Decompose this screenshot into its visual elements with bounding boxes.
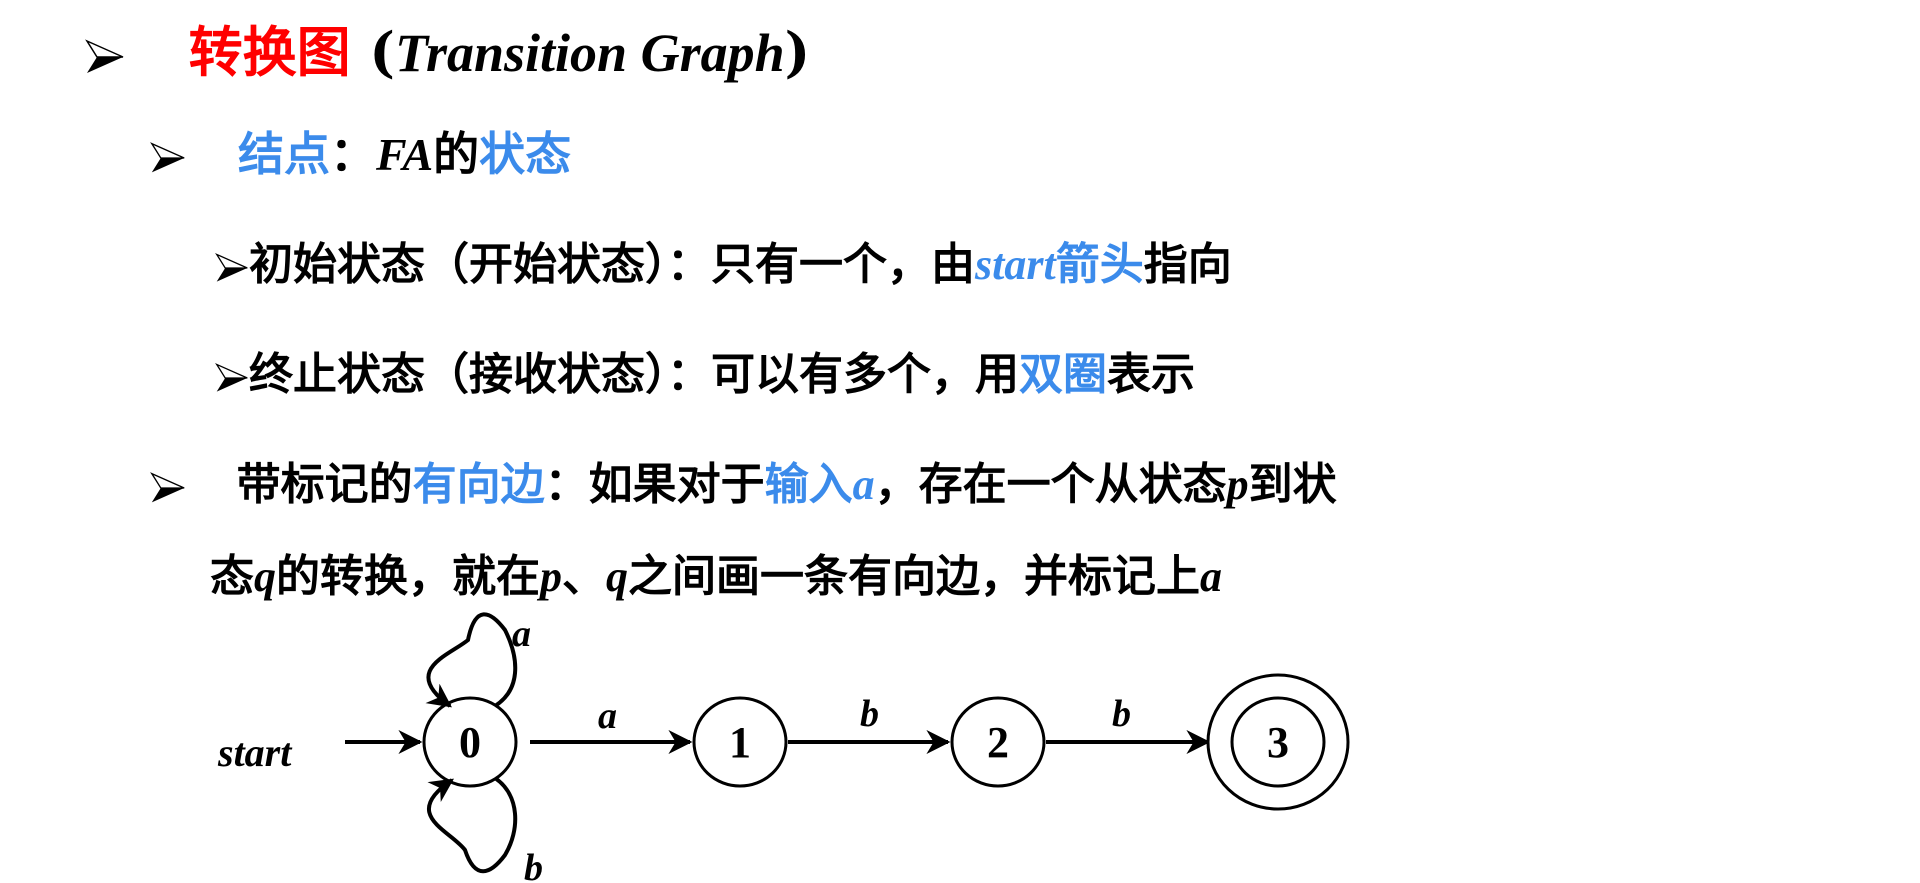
term-node: 结点 [238, 127, 331, 181]
text: ：如果对于 [544, 459, 765, 510]
state-label-3: 3 [1267, 718, 1289, 767]
symbol-a: a [852, 460, 875, 509]
bullet-nodes: 结点：FA的状态 [150, 118, 571, 184]
text: 态 [210, 551, 254, 602]
state-node-1 [692, 696, 788, 788]
title-paren: ) [784, 20, 811, 84]
arrow-bullet-icon [150, 471, 185, 502]
symbol-q: q [254, 552, 276, 601]
state-label-2: 2 [987, 718, 1009, 767]
symbol-p: p [540, 552, 562, 601]
text: 表示 [1107, 349, 1195, 400]
title-en: Transition Graph [394, 23, 785, 83]
bullet-edges: 带标记的有向边：如果对于输入a，存在一个从状态p到状 [150, 448, 1337, 512]
state-label-0: 0 [459, 718, 481, 767]
text: 的 [433, 127, 480, 181]
start-label: start [217, 730, 293, 775]
text: 指向 [1143, 239, 1232, 290]
symbol-a: a [1200, 552, 1222, 601]
double-circle-word: 双圈 [1019, 349, 1107, 400]
colon: ： [330, 127, 377, 181]
text: 初始状态（开始状态）：只有一个，由 [249, 239, 975, 290]
title-zh: 转换图 [188, 20, 351, 84]
term-input: 输入 [764, 459, 853, 510]
term-directed-edge: 有向边 [412, 459, 545, 510]
self-loop-a [425, 612, 518, 708]
state-node-0 [422, 696, 518, 788]
self-loop-b [426, 776, 518, 874]
term-states: 状态 [479, 127, 572, 181]
arrow-bullet-icon [150, 142, 185, 173]
state-node-3-inner [1230, 696, 1326, 788]
arrow-bullet-icon [85, 39, 124, 73]
text: 的转换，就在 [276, 551, 540, 602]
text: 之间画一条有向边，并标记上 [628, 551, 1200, 602]
state-node-2 [950, 696, 1046, 788]
sub-bullet-start-state: 初始状态（开始状态）：只有一个，由start箭头指向 [215, 228, 1232, 292]
slide-title: 转换图 (Transition Graph) [85, 8, 810, 87]
edge-label-0-1: a [598, 695, 617, 737]
text: 带标记的 [236, 459, 413, 510]
arrow-bullet-icon [215, 252, 248, 282]
symbol-q: q [606, 552, 628, 601]
text: 、 [562, 551, 606, 602]
text: 终止状态（接收状态）：可以有多个，用 [249, 349, 1019, 400]
sub-bullet-final-state: 终止状态（接收状态）：可以有多个，用双圈表示 [215, 338, 1195, 402]
state-label-1: 1 [729, 718, 751, 767]
start-word: start [975, 240, 1056, 289]
loop-label-b: b [524, 847, 543, 883]
transition-graph: start 0 a b a 1 b 2 b 3 [217, 612, 1350, 883]
symbol-p: p [1226, 460, 1249, 509]
edge-label-2-3: b [1112, 693, 1131, 735]
arrow-bullet-icon [215, 362, 248, 392]
loop-label-a: a [512, 613, 531, 655]
text: ，存在一个从状态 [874, 459, 1227, 510]
bullet-edges-cont: 态q的转换，就在p、q之间画一条有向边，并标记上a [210, 540, 1222, 604]
arrow-word: 箭头 [1055, 239, 1144, 290]
text: 到状 [1248, 459, 1337, 510]
title-paren: ( [350, 20, 395, 84]
fa-text: FA [376, 129, 434, 180]
edge-label-1-2: b [860, 693, 879, 735]
